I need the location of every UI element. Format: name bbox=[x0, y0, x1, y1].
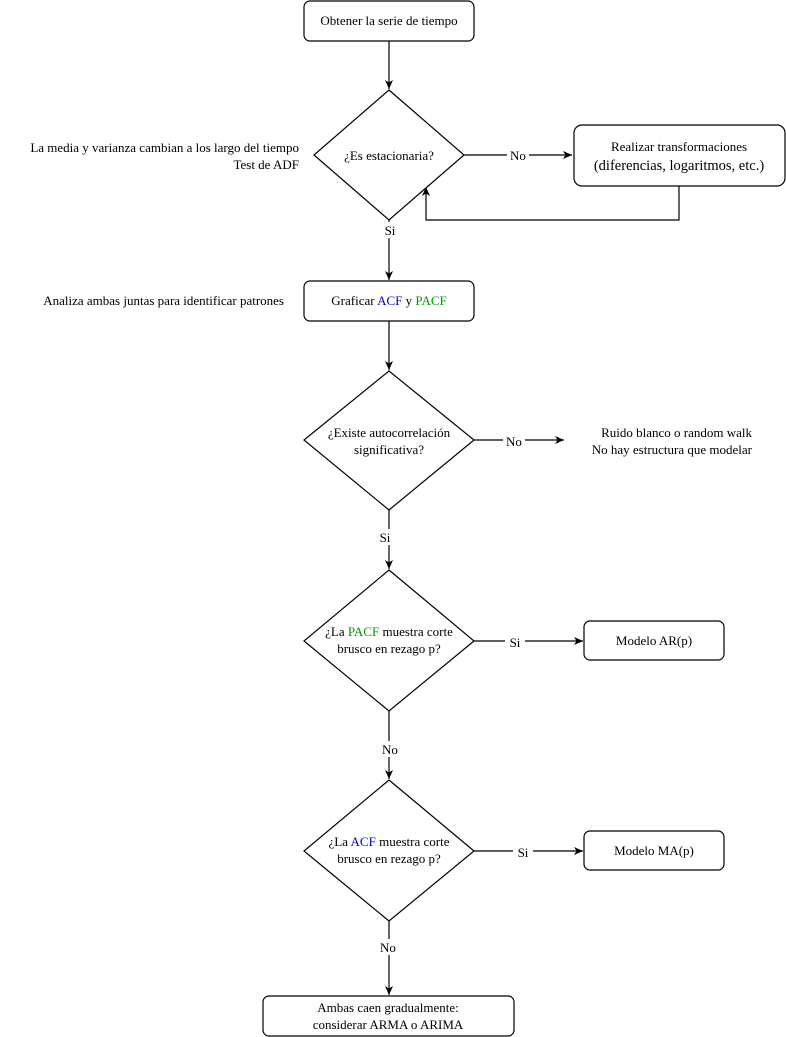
node-pacf-term: PACF bbox=[348, 624, 379, 639]
node-pacf-question: ¿La PACF muestra corte brusco en rezago … bbox=[303, 569, 475, 712]
node-plot-label: Graficar ACF y PACF bbox=[331, 293, 446, 308]
node-autocorr-line1: ¿Existe autocorrelación bbox=[328, 425, 451, 440]
node-pacf-pre: ¿La bbox=[325, 624, 348, 639]
node-start-label: Obtener la serie de tiempo bbox=[320, 13, 457, 28]
node-plot-mid: y bbox=[402, 293, 415, 308]
node-acf-term: ACF bbox=[351, 834, 376, 849]
node-arma-line2: considerar ARMA o ARIMA bbox=[313, 1017, 464, 1032]
node-transform-line2: (diferencias, logaritmos, etc.) bbox=[594, 158, 764, 174]
edge-transform-loop-back bbox=[422, 186, 680, 221]
node-pacf-line1: ¿La PACF muestra corte bbox=[325, 624, 453, 639]
node-pacf-post: muestra corte bbox=[379, 624, 453, 639]
edge-label-pacf-no: No bbox=[382, 742, 398, 757]
node-ma-model: Modelo MA(p) bbox=[583, 830, 725, 871]
edge-label-acf-yes: Si bbox=[518, 845, 529, 860]
edge-label-pacf-yes: Si bbox=[510, 635, 521, 650]
edge-label-stationary-yes: Si bbox=[385, 223, 396, 238]
node-plot-pre: Graficar bbox=[331, 293, 377, 308]
node-arma: Ambas caen gradualmente: considerar ARMA… bbox=[262, 995, 515, 1037]
node-transform: Realizar transformaciones (diferencias, … bbox=[573, 124, 786, 187]
annotation-white-noise-line2: No hay estructura que modelar bbox=[592, 442, 753, 457]
node-autocorr-question: ¿Existe autocorrelación significativa? bbox=[303, 370, 475, 511]
node-plot-acf: ACF bbox=[377, 293, 402, 308]
annotation-stationarity-line2: Test de ADF bbox=[233, 157, 299, 172]
node-acf-pre: ¿La bbox=[329, 834, 351, 849]
node-ar-model: Modelo AR(p) bbox=[583, 620, 725, 661]
node-plot-pacf: PACF bbox=[415, 293, 446, 308]
node-transform-line1: Realizar transformaciones bbox=[611, 139, 747, 154]
annotation-white-noise-line1: Ruido blanco o random walk bbox=[601, 425, 752, 440]
node-acf-line2: brusco en rezago p? bbox=[337, 851, 441, 866]
edge-label-autocorr-yes: Si bbox=[380, 530, 391, 545]
node-autocorr-line2: significativa? bbox=[354, 442, 424, 457]
node-stationary-question: ¿Es estacionaria? bbox=[313, 89, 465, 221]
node-pacf-line2: brusco en rezago p? bbox=[337, 641, 441, 656]
node-ma-model-label: Modelo MA(p) bbox=[614, 843, 694, 858]
node-acf-question: ¿La ACF muestra corte brusco en rezago p… bbox=[303, 779, 475, 922]
annotation-plot-note: Analiza ambas juntas para identificar pa… bbox=[43, 293, 284, 308]
edge-label-stationary-no: No bbox=[510, 148, 526, 163]
node-plot: Graficar ACF y PACF bbox=[303, 280, 475, 322]
node-acf-post: muestra corte bbox=[376, 834, 450, 849]
node-ar-model-label: Modelo AR(p) bbox=[616, 633, 692, 648]
edge-label-autocorr-no: No bbox=[506, 434, 522, 449]
annotation-stationarity-line1: La media y varianza cambian a los largo … bbox=[30, 140, 299, 155]
node-arma-line1: Ambas caen gradualmente: bbox=[317, 1000, 459, 1015]
node-start: Obtener la serie de tiempo bbox=[303, 0, 475, 42]
edge-labels: No Si No Si Si No Si No bbox=[375, 147, 533, 955]
node-acf-line1: ¿La ACF muestra corte bbox=[329, 834, 450, 849]
edge-label-acf-no: No bbox=[380, 940, 396, 955]
node-stationary-question-label: ¿Es estacionaria? bbox=[344, 148, 434, 163]
